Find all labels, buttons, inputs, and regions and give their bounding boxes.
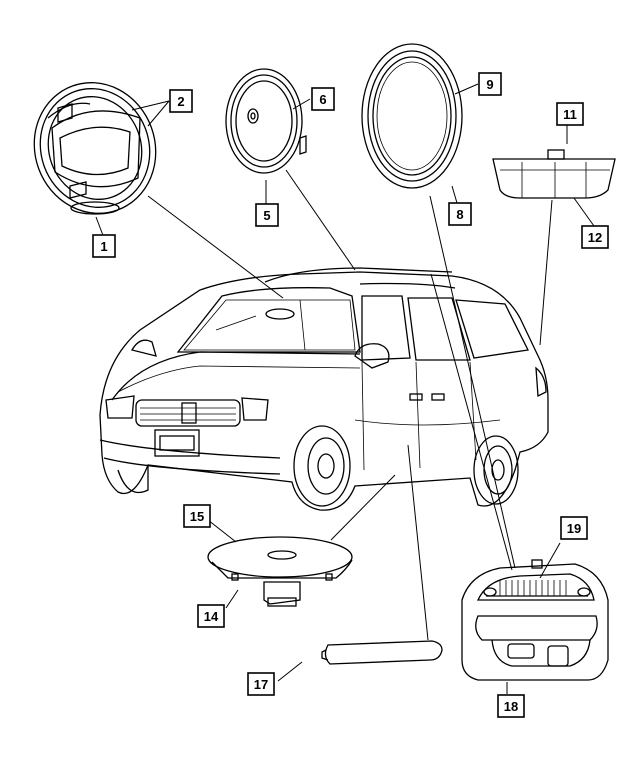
callout-8: 8 [448, 202, 472, 226]
callout-6: 6 [311, 87, 335, 111]
callout-5: 5 [255, 203, 279, 227]
callout-labels: 1 2 5 6 8 9 11 12 [92, 72, 609, 718]
callout-17: 17 [247, 672, 275, 696]
callout-18: 18 [497, 694, 525, 718]
callout-12: 12 [581, 225, 609, 249]
callout-2: 2 [169, 89, 193, 113]
svg-text:5: 5 [263, 208, 270, 223]
svg-text:9: 9 [486, 77, 493, 92]
dome-lamp-large-oval [361, 43, 463, 189]
dome-lamp-flat [207, 536, 353, 607]
callout-14: 14 [197, 604, 225, 628]
reading-lamp-oval [225, 68, 307, 174]
leader-lines [95, 83, 595, 694]
callout-1: 1 [92, 234, 116, 258]
svg-text:15: 15 [190, 509, 204, 524]
callout-15: 15 [183, 504, 211, 528]
svg-text:2: 2 [177, 94, 184, 109]
cargo-lamp [492, 149, 616, 199]
svg-text:11: 11 [563, 107, 577, 122]
callout-19: 19 [560, 516, 588, 540]
svg-text:8: 8 [456, 207, 463, 222]
minivan-illustration [99, 267, 549, 511]
svg-text:12: 12 [588, 230, 602, 245]
courtesy-lamp [321, 640, 443, 665]
svg-text:19: 19 [567, 521, 581, 536]
svg-text:6: 6 [319, 92, 326, 107]
svg-text:14: 14 [204, 609, 219, 624]
callout-9: 9 [478, 72, 502, 96]
svg-text:17: 17 [254, 677, 268, 692]
svg-text:1: 1 [100, 239, 107, 254]
dome-lamp-round [33, 82, 157, 215]
overhead-console [461, 559, 609, 681]
callout-11: 11 [556, 102, 584, 126]
svg-text:18: 18 [504, 699, 518, 714]
